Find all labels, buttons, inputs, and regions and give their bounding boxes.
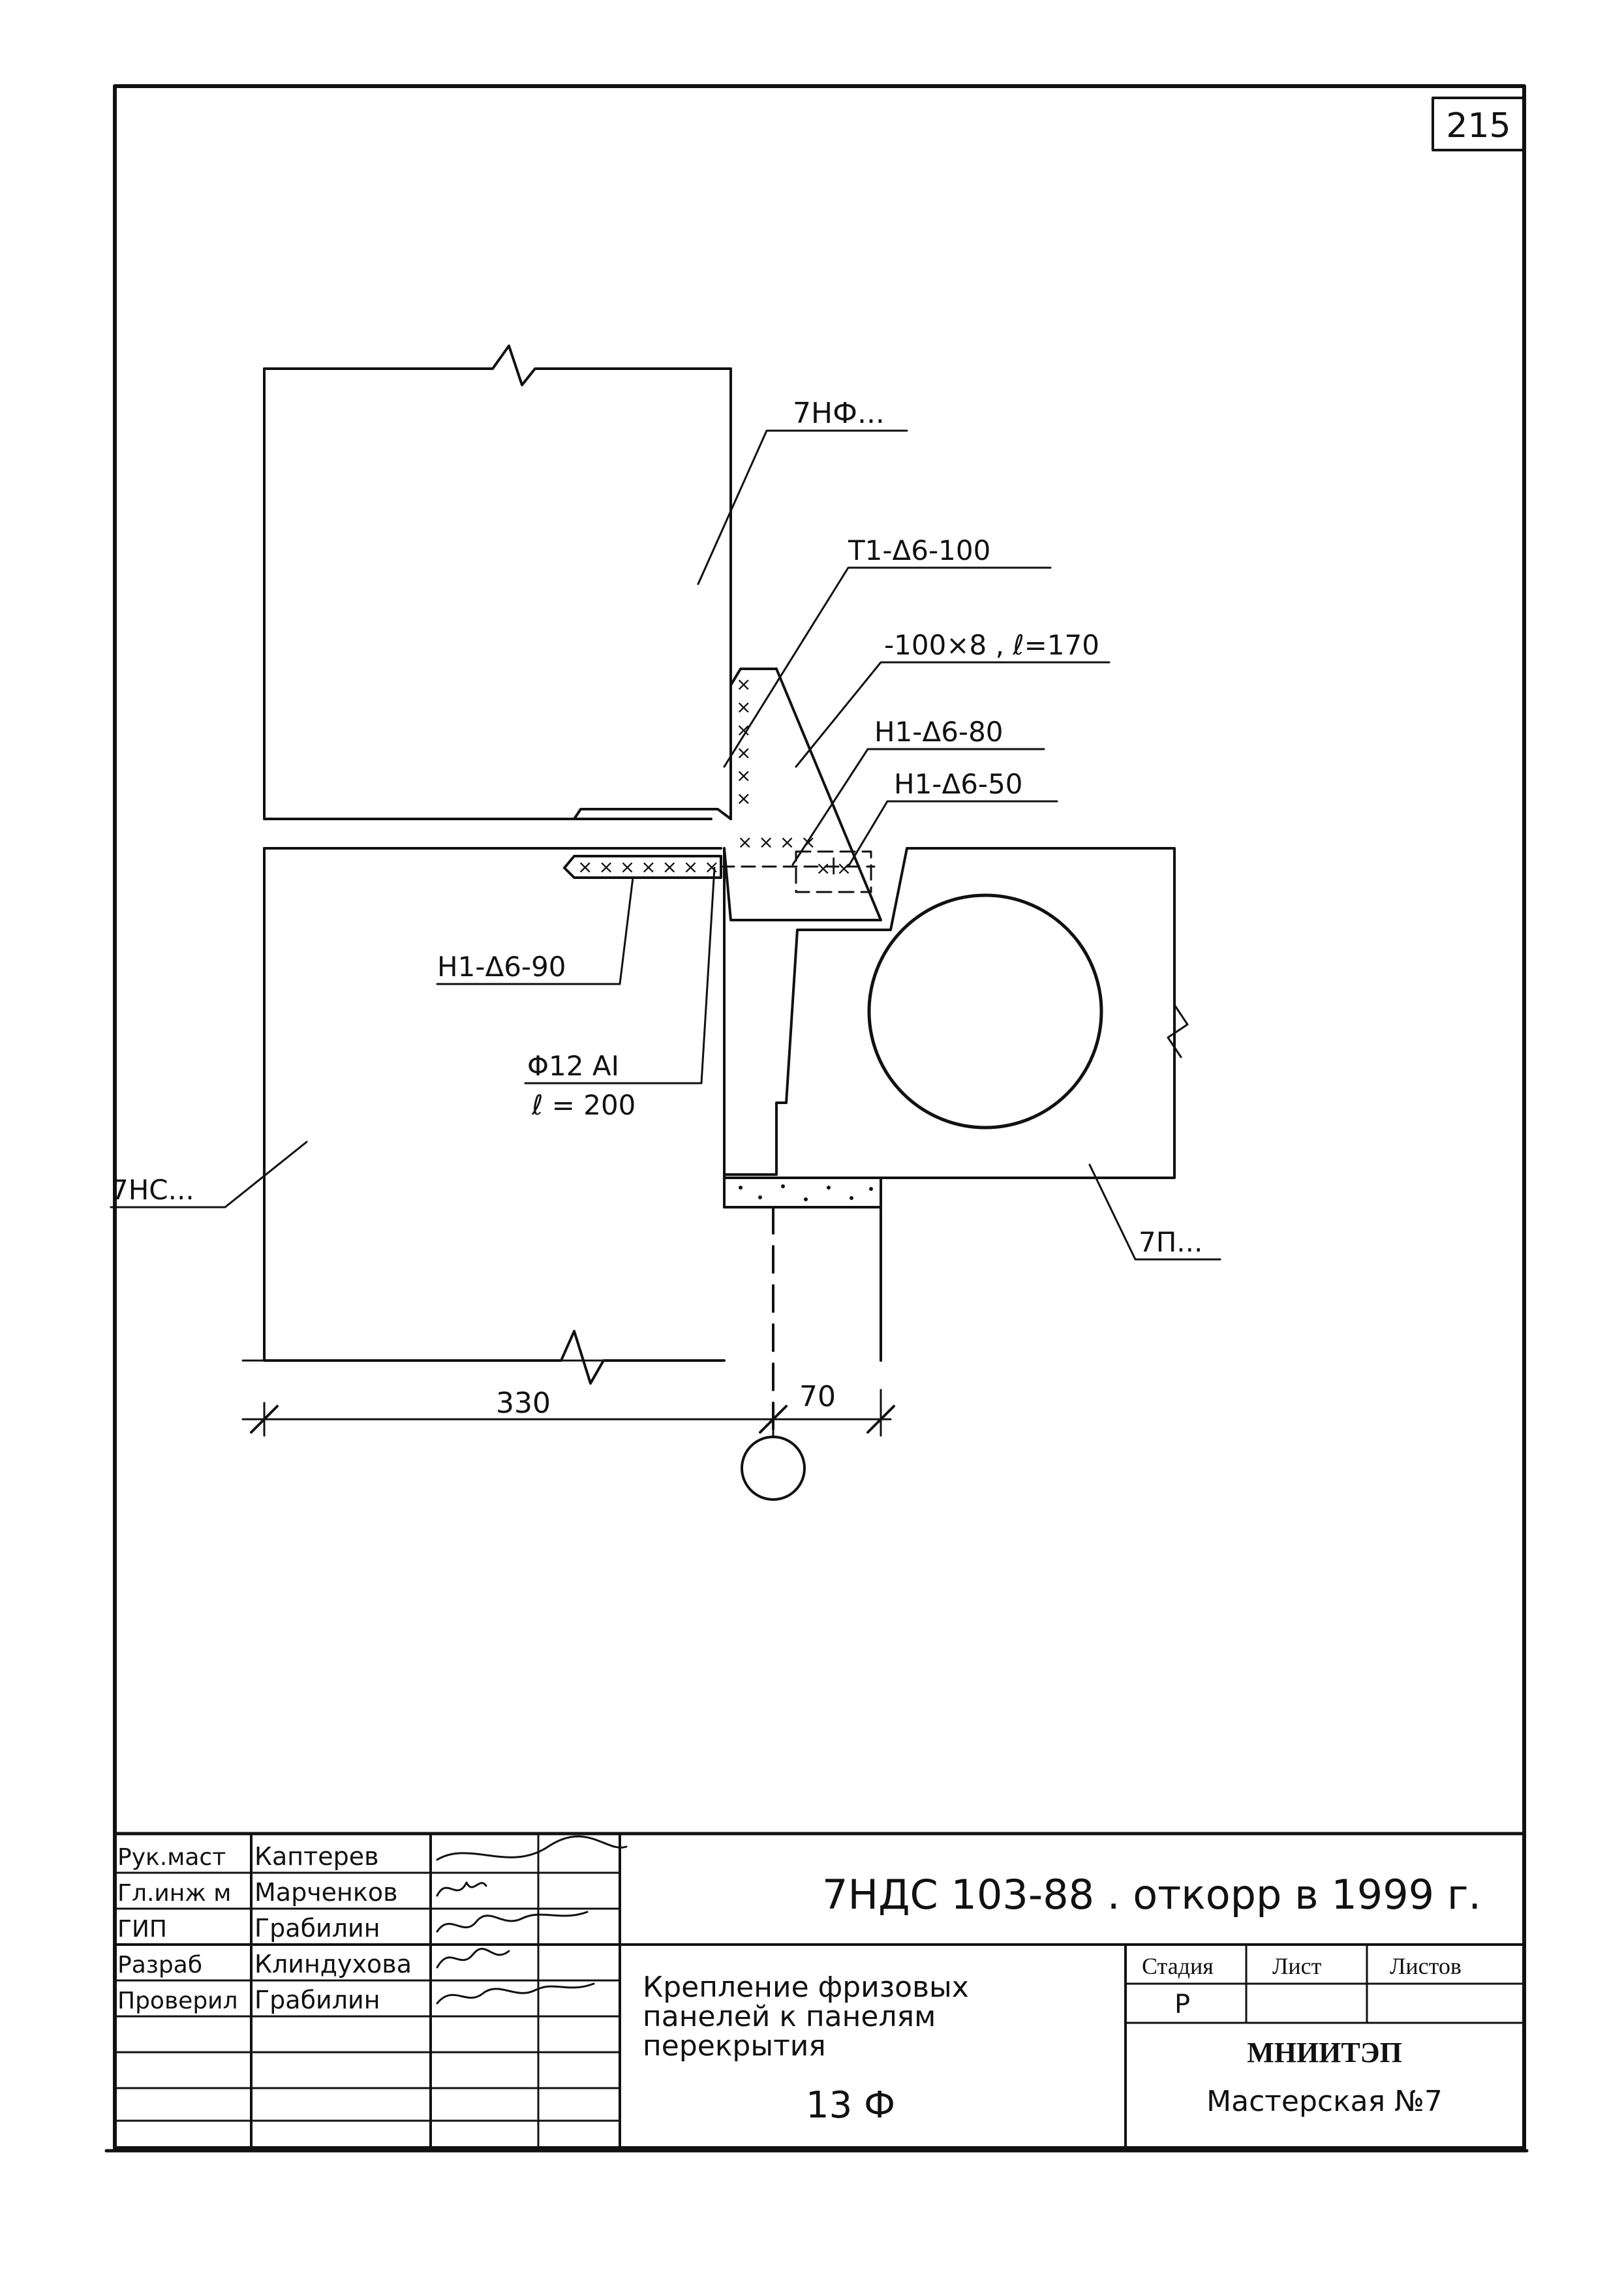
name-1: Каптерев (254, 1842, 379, 1871)
dim-70: 70 (799, 1380, 836, 1413)
sheet-code: 13 Ф (806, 2084, 895, 2127)
role-3: ГИП (117, 1916, 167, 1943)
sheets-header: Листов (1390, 1953, 1462, 1979)
stage-value: Р (1174, 1990, 1190, 2020)
stage-header: Стадия (1142, 1953, 1214, 1979)
upper-frieze-panel (263, 345, 732, 820)
name-4: Клиндухова (254, 1950, 412, 1978)
label-bar-length: ℓ = 200 (531, 1089, 636, 1121)
dimension-line: 330 70 (241, 1380, 895, 1501)
dim-330: 330 (496, 1387, 551, 1420)
svg-text:×: × (736, 742, 751, 763)
slab-void-circle (867, 893, 1103, 1130)
svg-text:×: × (736, 696, 751, 718)
axis-bubble (741, 1436, 806, 1501)
label-bar: Φ12 АI (527, 1050, 619, 1082)
label-h1-90: Н1-Δ6-90 (437, 951, 566, 983)
label-t1: Т1-Δ6-100 (848, 534, 990, 566)
label-slab: 7П... (1139, 1226, 1203, 1258)
mortar-bed (723, 1177, 882, 1208)
connection-detail: ××× ××× × × × × × × × × × × × ×ꟾ× 7НФ...… (110, 345, 1221, 1501)
sheet-number: 215 (1446, 106, 1510, 146)
drawing-title-line-2: панелей к панелям (643, 2000, 936, 2033)
slab-panel (723, 847, 1189, 1208)
document-code: 7НДС 103-88 . откорр в 1999 г. (822, 1871, 1481, 1918)
name-5: Грабилин (254, 1986, 380, 2014)
lower-wall-panel (241, 847, 726, 1385)
workshop: Мастерская №7 (1206, 2085, 1443, 2118)
role-5: Проверил (117, 1988, 238, 2014)
name-3: Грабилин (254, 1914, 380, 1943)
label-panel-bottom: 7НС... (111, 1174, 194, 1206)
weld-marks: ××× ××× × × × × × × × × × × × ×ꟾ× (577, 673, 851, 879)
name-2: Марченков (254, 1878, 397, 1907)
organization: МНИИТЭП (1247, 2037, 1402, 2069)
svg-text:×: × (736, 765, 751, 786)
svg-text:×: × (736, 788, 751, 809)
svg-text:×: × (736, 719, 751, 741)
leaders (110, 429, 1221, 1261)
svg-text:× × × ×: × × × × (737, 831, 816, 853)
svg-text:× × × × × × ×: × × × × × × × (577, 856, 720, 878)
drawing-title-line-3: перекрытия (643, 2029, 826, 2063)
svg-text:×ꟾ×: ×ꟾ× (816, 857, 851, 879)
steel-angle (573, 668, 882, 921)
label-h1-50: Н1-Δ6-50 (894, 768, 1023, 800)
sheet-header: Лист (1272, 1953, 1322, 1979)
sheet-frame (113, 84, 1526, 2150)
signatures (436, 1835, 628, 2005)
title-block: Рук.маст Гл.инж м ГИП Разраб Проверил Ка… (113, 1832, 1526, 2149)
role-2: Гл.инж м (117, 1880, 231, 1907)
svg-text:×: × (736, 673, 751, 695)
role-4: Разраб (117, 1952, 202, 1978)
label-h1-80: Н1-Δ6-80 (874, 716, 1004, 748)
label-plate: -100×8 , ℓ=170 (884, 629, 1099, 661)
label-panel-top: 7НФ... (793, 397, 885, 430)
drawing-title-line-1: Крепление фризовых (643, 1971, 969, 2004)
sheet-number-box: 215 (1432, 97, 1525, 151)
role-1: Рук.маст (117, 1844, 226, 1871)
